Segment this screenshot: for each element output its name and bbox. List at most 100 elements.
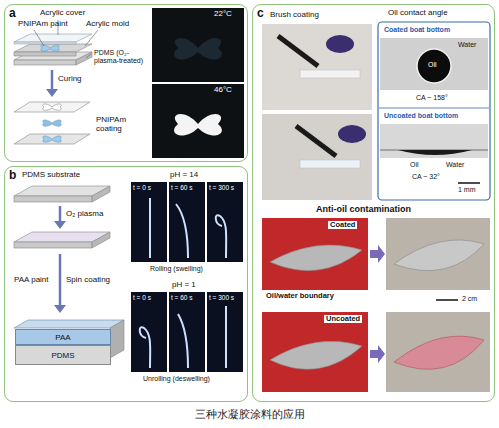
process-arrow [54,305,66,313]
photo [131,292,167,372]
state-label: Rolling (swelling) [150,265,203,273]
state-label: Unrolling (deswelling) [143,375,210,383]
part-label: PNIPAm coating [96,116,148,134]
substrate-slab [14,320,124,328]
step-label: Spin coating [66,276,110,285]
photo [225,306,227,368]
mold-device [14,44,92,52]
process-arrow [54,206,66,313]
contact-angle-box [398,150,472,155]
angle-label: CA ~ 158° [416,94,448,102]
part-label: PDMS (O₂-plasma-treated) [94,49,150,65]
substrate-slab [14,196,92,202]
leader-line [85,30,98,46]
photo [149,198,151,258]
sample-label: Coated boat bottom [384,26,450,34]
photo [278,36,318,66]
section-label: Brush coating [270,11,319,20]
photo [131,182,243,372]
photo [207,292,243,372]
photo [207,182,243,262]
boundary-label: Oil/water boundary [266,292,334,300]
photo [152,8,244,82]
substrate-slab [14,186,124,358]
contact-angle-box [378,22,490,200]
exploded-sheets [14,102,90,112]
photo [394,240,484,271]
photo [262,24,372,110]
mold-device [14,34,92,65]
contact-angle-box [380,38,488,90]
photo [216,215,226,258]
layer-label: PDMS [51,351,74,360]
photo [300,70,360,78]
section-label: Anti-oil contamination [316,204,411,214]
scale-label: 1 mm [458,186,476,194]
photo [169,292,205,372]
panel-letter: a [9,6,16,20]
sample-label: Uncoated [324,315,362,323]
medium-label: Water [458,41,476,49]
photo [326,35,354,53]
layer-label: PAA [55,333,70,342]
section-label: Oil contact angle [388,9,448,18]
step-label: O₂ plasma [66,210,103,219]
process-arrow [46,89,58,97]
photo [300,160,360,168]
time-label: t = 0 s [133,294,151,301]
photo [338,125,366,143]
part-label: Acrylic cover [40,9,85,18]
process-arrow [46,70,58,97]
sample-label: Coated [328,221,357,229]
substrate-slab [14,242,92,248]
panel-letter: c [257,6,264,20]
substrate-slab [92,232,110,248]
ph-label: pH = 14 [170,171,198,180]
mold-device [14,42,76,44]
scale-label: 2 cm [462,295,477,303]
photo [296,126,336,156]
angle-label: CA ~ 32° [412,173,440,181]
contact-angle-box [378,22,490,200]
substrate-slab [110,320,124,358]
part-label: Acrylic mold [86,20,129,29]
temperature-label: 22°C [214,10,232,19]
process-arrow [51,70,54,90]
step-label: Curing [58,75,82,84]
photo [152,8,244,158]
exploded-sheets [43,136,62,142]
process-arrow [59,206,62,222]
time-label: t = 60 s [171,184,193,191]
leader-line [86,54,91,58]
photo [262,24,372,200]
photo [140,327,150,368]
photo [169,182,205,262]
material-layer: PAA [15,329,111,345]
time-label: t = 60 s [171,294,193,301]
medium-label: Water [446,161,464,169]
photo [394,336,484,369]
exploded-sheets [14,102,90,144]
photo [262,218,490,392]
photo [370,345,385,363]
photo [436,299,458,301]
photo [386,218,490,290]
figure-panel: c [252,4,495,402]
mold-device [41,45,60,51]
part-label: PDMS substrate [22,171,80,180]
photo [174,38,222,59]
photo [174,114,222,135]
photo [262,312,368,392]
photo [262,218,368,290]
sample-label: Uncoated boat bottom [384,112,458,120]
leader-line [34,30,44,46]
contact-angle-box [458,182,480,184]
ph-label: pH = 1 [172,281,196,290]
medium-label: Oil [410,161,419,169]
exploded-sheets [43,120,62,126]
process-arrow [59,254,62,306]
mold-device [14,60,76,65]
photo [176,204,188,258]
material-layer: PDMS [15,345,111,365]
time-label: t = 300 s [209,184,234,191]
